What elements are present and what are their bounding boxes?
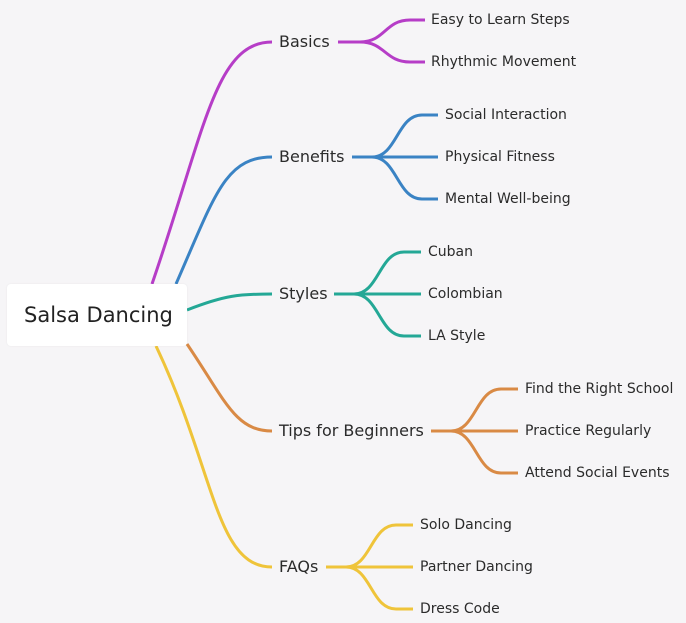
leaf-rhythmic-movement[interactable]: Rhythmic Movement — [431, 54, 577, 70]
leaf-la-style[interactable]: LA Style — [428, 328, 486, 344]
leaf-physical-fitness[interactable]: Physical Fitness — [445, 149, 555, 165]
root-node[interactable]: Salsa Dancing — [7, 284, 187, 346]
connector-tips-3 — [431, 429, 518, 475]
connector-tips — [185, 343, 273, 433]
connector-basics — [150, 40, 273, 285]
leaf-dress-code[interactable]: Dress Code — [420, 601, 500, 617]
branch-styles[interactable]: Styles — [279, 284, 328, 303]
connector-basics-2 — [338, 40, 425, 64]
branch-benefits[interactable]: Benefits — [279, 147, 345, 166]
branch-basics[interactable]: Basics — [279, 32, 330, 51]
connector-benefits-3 — [352, 155, 438, 201]
leaf-easy-to-learn-steps[interactable]: Easy to Learn Steps — [431, 12, 570, 28]
connector-faqs-3 — [326, 565, 413, 611]
leaf-solo-dancing[interactable]: Solo Dancing — [420, 517, 512, 533]
leaf-colombian[interactable]: Colombian — [428, 286, 503, 302]
connector-faqs — [154, 345, 273, 569]
leaf-cuban[interactable]: Cuban — [428, 244, 473, 260]
connector-tips-1 — [431, 387, 518, 433]
branch-tips-for-beginners[interactable]: Tips for Beginners — [279, 421, 424, 440]
leaf-attend-social-events[interactable]: Attend Social Events — [525, 465, 670, 481]
connector-styles — [186, 292, 273, 312]
connector-faqs-1 — [326, 523, 413, 569]
leaf-mental-well-being[interactable]: Mental Well-being — [445, 191, 571, 207]
connector-benefits-1 — [352, 113, 438, 159]
connector-benefits — [174, 155, 273, 285]
leaf-practice-regularly[interactable]: Practice Regularly — [525, 423, 652, 439]
connector-basics-1 — [338, 18, 425, 44]
connector-styles-3 — [334, 292, 421, 338]
branch-faqs[interactable]: FAQs — [279, 557, 319, 576]
root-label: Salsa Dancing — [24, 303, 173, 327]
connector-styles-1 — [334, 250, 421, 296]
leaf-social-interaction[interactable]: Social Interaction — [445, 107, 567, 123]
leaf-find-the-right-school[interactable]: Find the Right School — [525, 381, 674, 397]
leaf-partner-dancing[interactable]: Partner Dancing — [420, 559, 533, 575]
